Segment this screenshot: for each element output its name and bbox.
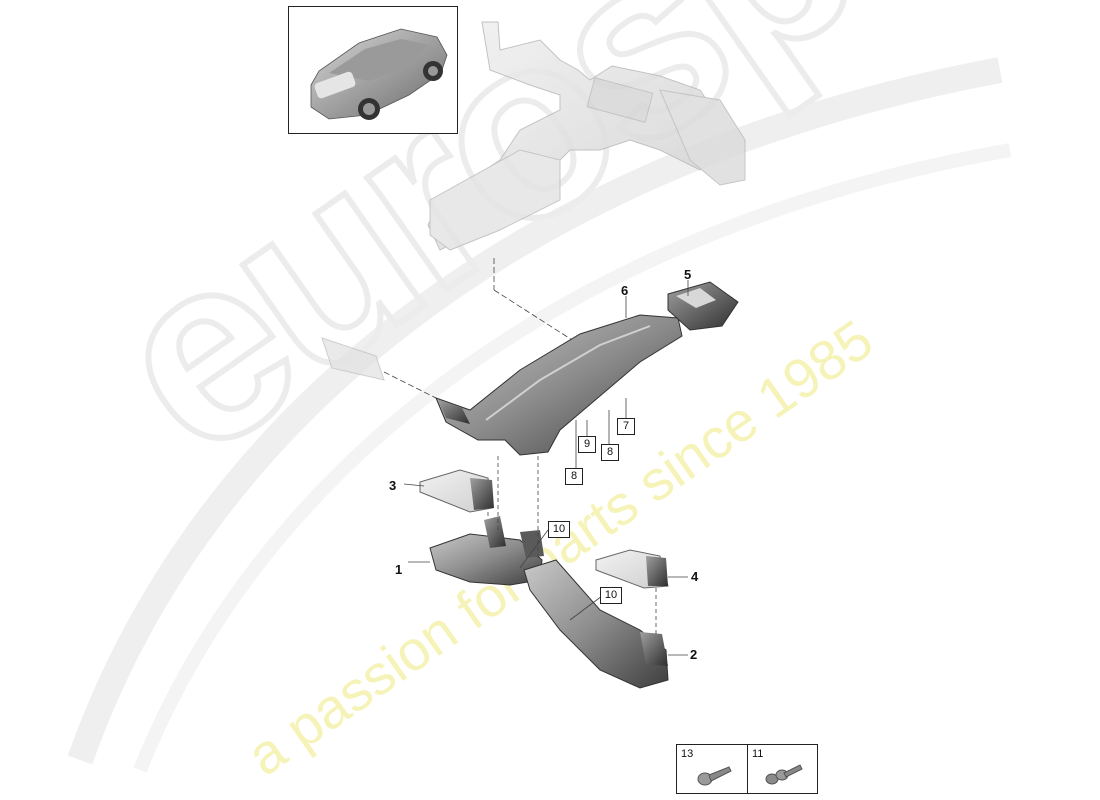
callout-10-lower[interactable]: 10 — [600, 587, 622, 604]
fastener-label: 13 — [681, 748, 694, 760]
callout-1[interactable]: 1 — [395, 562, 403, 577]
fastener-cell-11[interactable]: 11 — [747, 745, 817, 793]
fastener-label: 11 — [752, 748, 764, 760]
bolt-icon — [697, 766, 732, 786]
fastener-table: 13 11 — [676, 744, 818, 794]
callout-10-upper[interactable]: 10 — [548, 521, 570, 538]
callout-8-upper[interactable]: 8 — [601, 444, 619, 461]
fastener-cell-13[interactable]: 13 — [677, 745, 747, 793]
hvac-unit — [427, 21, 746, 251]
callout-2[interactable]: 2 — [690, 647, 698, 662]
nut-bolt-icon — [765, 764, 803, 785]
callout-3[interactable]: 3 — [389, 478, 397, 493]
callout-6[interactable]: 6 — [621, 283, 629, 298]
vehicle-thumbnail[interactable] — [288, 6, 458, 134]
callout-9[interactable]: 9 — [578, 436, 596, 453]
car-icon — [310, 28, 448, 120]
callout-8-lower[interactable]: 8 — [565, 468, 583, 485]
main-air-duct — [435, 314, 683, 456]
callout-5[interactable]: 5 — [684, 267, 692, 282]
outlet-part — [667, 281, 739, 331]
bracket-left — [419, 469, 494, 513]
vent-panel — [321, 337, 385, 381]
callout-4[interactable]: 4 — [691, 569, 699, 584]
air-duct-right — [523, 559, 669, 689]
bracket-right — [595, 549, 669, 589]
callout-7[interactable]: 7 — [617, 418, 635, 435]
